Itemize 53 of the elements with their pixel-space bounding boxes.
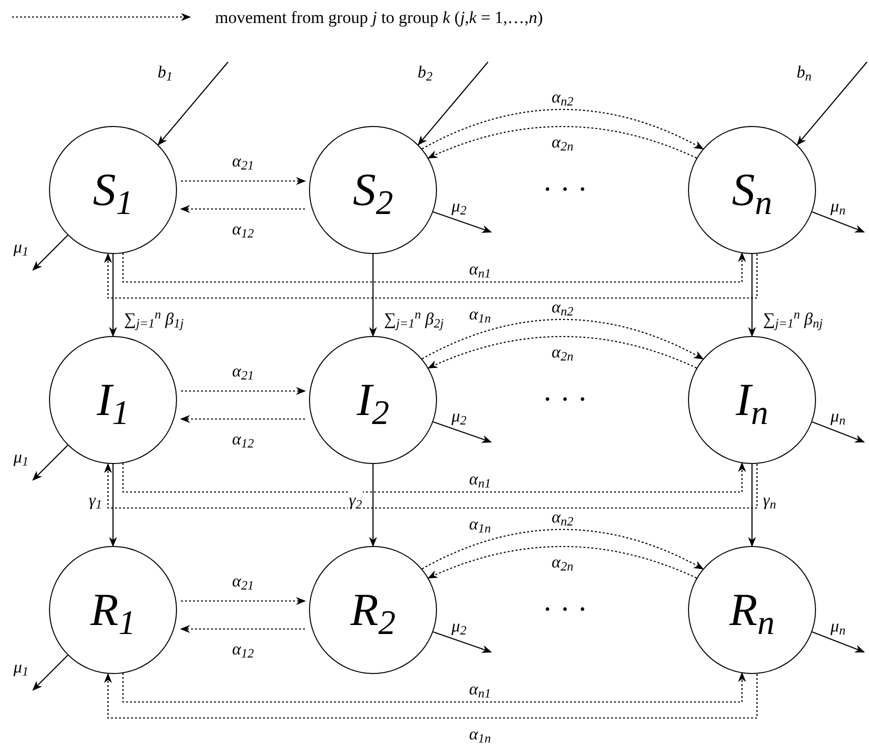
compartment-label: R$_{n}$ — [729, 587, 775, 633]
dotted-arrow — [180, 205, 305, 213]
compartment-label: I$_{n}$ — [736, 377, 768, 423]
arrow — [418, 62, 488, 146]
edge-label: γ$_{2}$ — [348, 492, 363, 508]
ellipsis: · · · — [542, 175, 588, 205]
arrow — [812, 211, 865, 233]
compartment-label: S$_{1}$ — [92, 167, 134, 213]
arrow — [32, 234, 68, 271]
arrow — [158, 62, 228, 146]
dotted-arrow — [422, 318, 704, 360]
arrow — [432, 631, 492, 653]
ellipsis: · · · — [542, 595, 588, 625]
dotted-arrow — [180, 625, 305, 633]
dotted-arrow — [122, 672, 746, 703]
arrow — [109, 254, 117, 337]
dotted-arrow — [122, 252, 746, 283]
arrow — [748, 464, 756, 547]
arrow — [369, 464, 377, 547]
compartment-label: S$_{n}$ — [732, 167, 772, 213]
edge-label: b$_{1}$ — [156, 64, 174, 80]
compartment-label: S$_{2}$ — [352, 167, 394, 213]
legend-text: movement from group j to group k (j,k = 1,…,n) — [215, 9, 543, 26]
dotted-arrow — [104, 253, 758, 299]
compartment-label: I$_{2}$ — [356, 377, 390, 423]
dotted-arrow — [122, 462, 746, 493]
dotted-arrow — [428, 336, 697, 368]
dotted-arrow — [422, 528, 704, 570]
dotted-arrow — [181, 597, 306, 605]
arrow — [812, 421, 865, 443]
arrow — [748, 254, 756, 337]
dotted-arrow — [104, 463, 758, 509]
dotted-arrow — [104, 673, 758, 719]
compartment-label: R$_{1}$ — [90, 587, 136, 633]
arrow — [109, 464, 117, 547]
ellipsis: · · · — [542, 385, 588, 415]
dotted-arrow — [428, 546, 697, 578]
arrow — [432, 211, 492, 233]
arrow — [432, 421, 492, 443]
arrow — [812, 631, 865, 653]
arrow — [32, 444, 68, 481]
dotted-arrow — [180, 415, 305, 423]
dotted-arrow — [428, 126, 697, 158]
dotted-arrow — [181, 177, 306, 185]
arrow — [32, 654, 68, 691]
dotted-arrow — [422, 108, 704, 150]
arrow — [369, 254, 377, 337]
compartment-label: R$_{2}$ — [350, 587, 396, 633]
compartment-label: I$_{1}$ — [96, 377, 130, 423]
dotted-arrow — [181, 387, 306, 395]
arrow — [796, 62, 868, 146]
edge-label: b$_{n}$ — [796, 64, 812, 80]
edge-label: b$_{2}$ — [416, 64, 434, 80]
